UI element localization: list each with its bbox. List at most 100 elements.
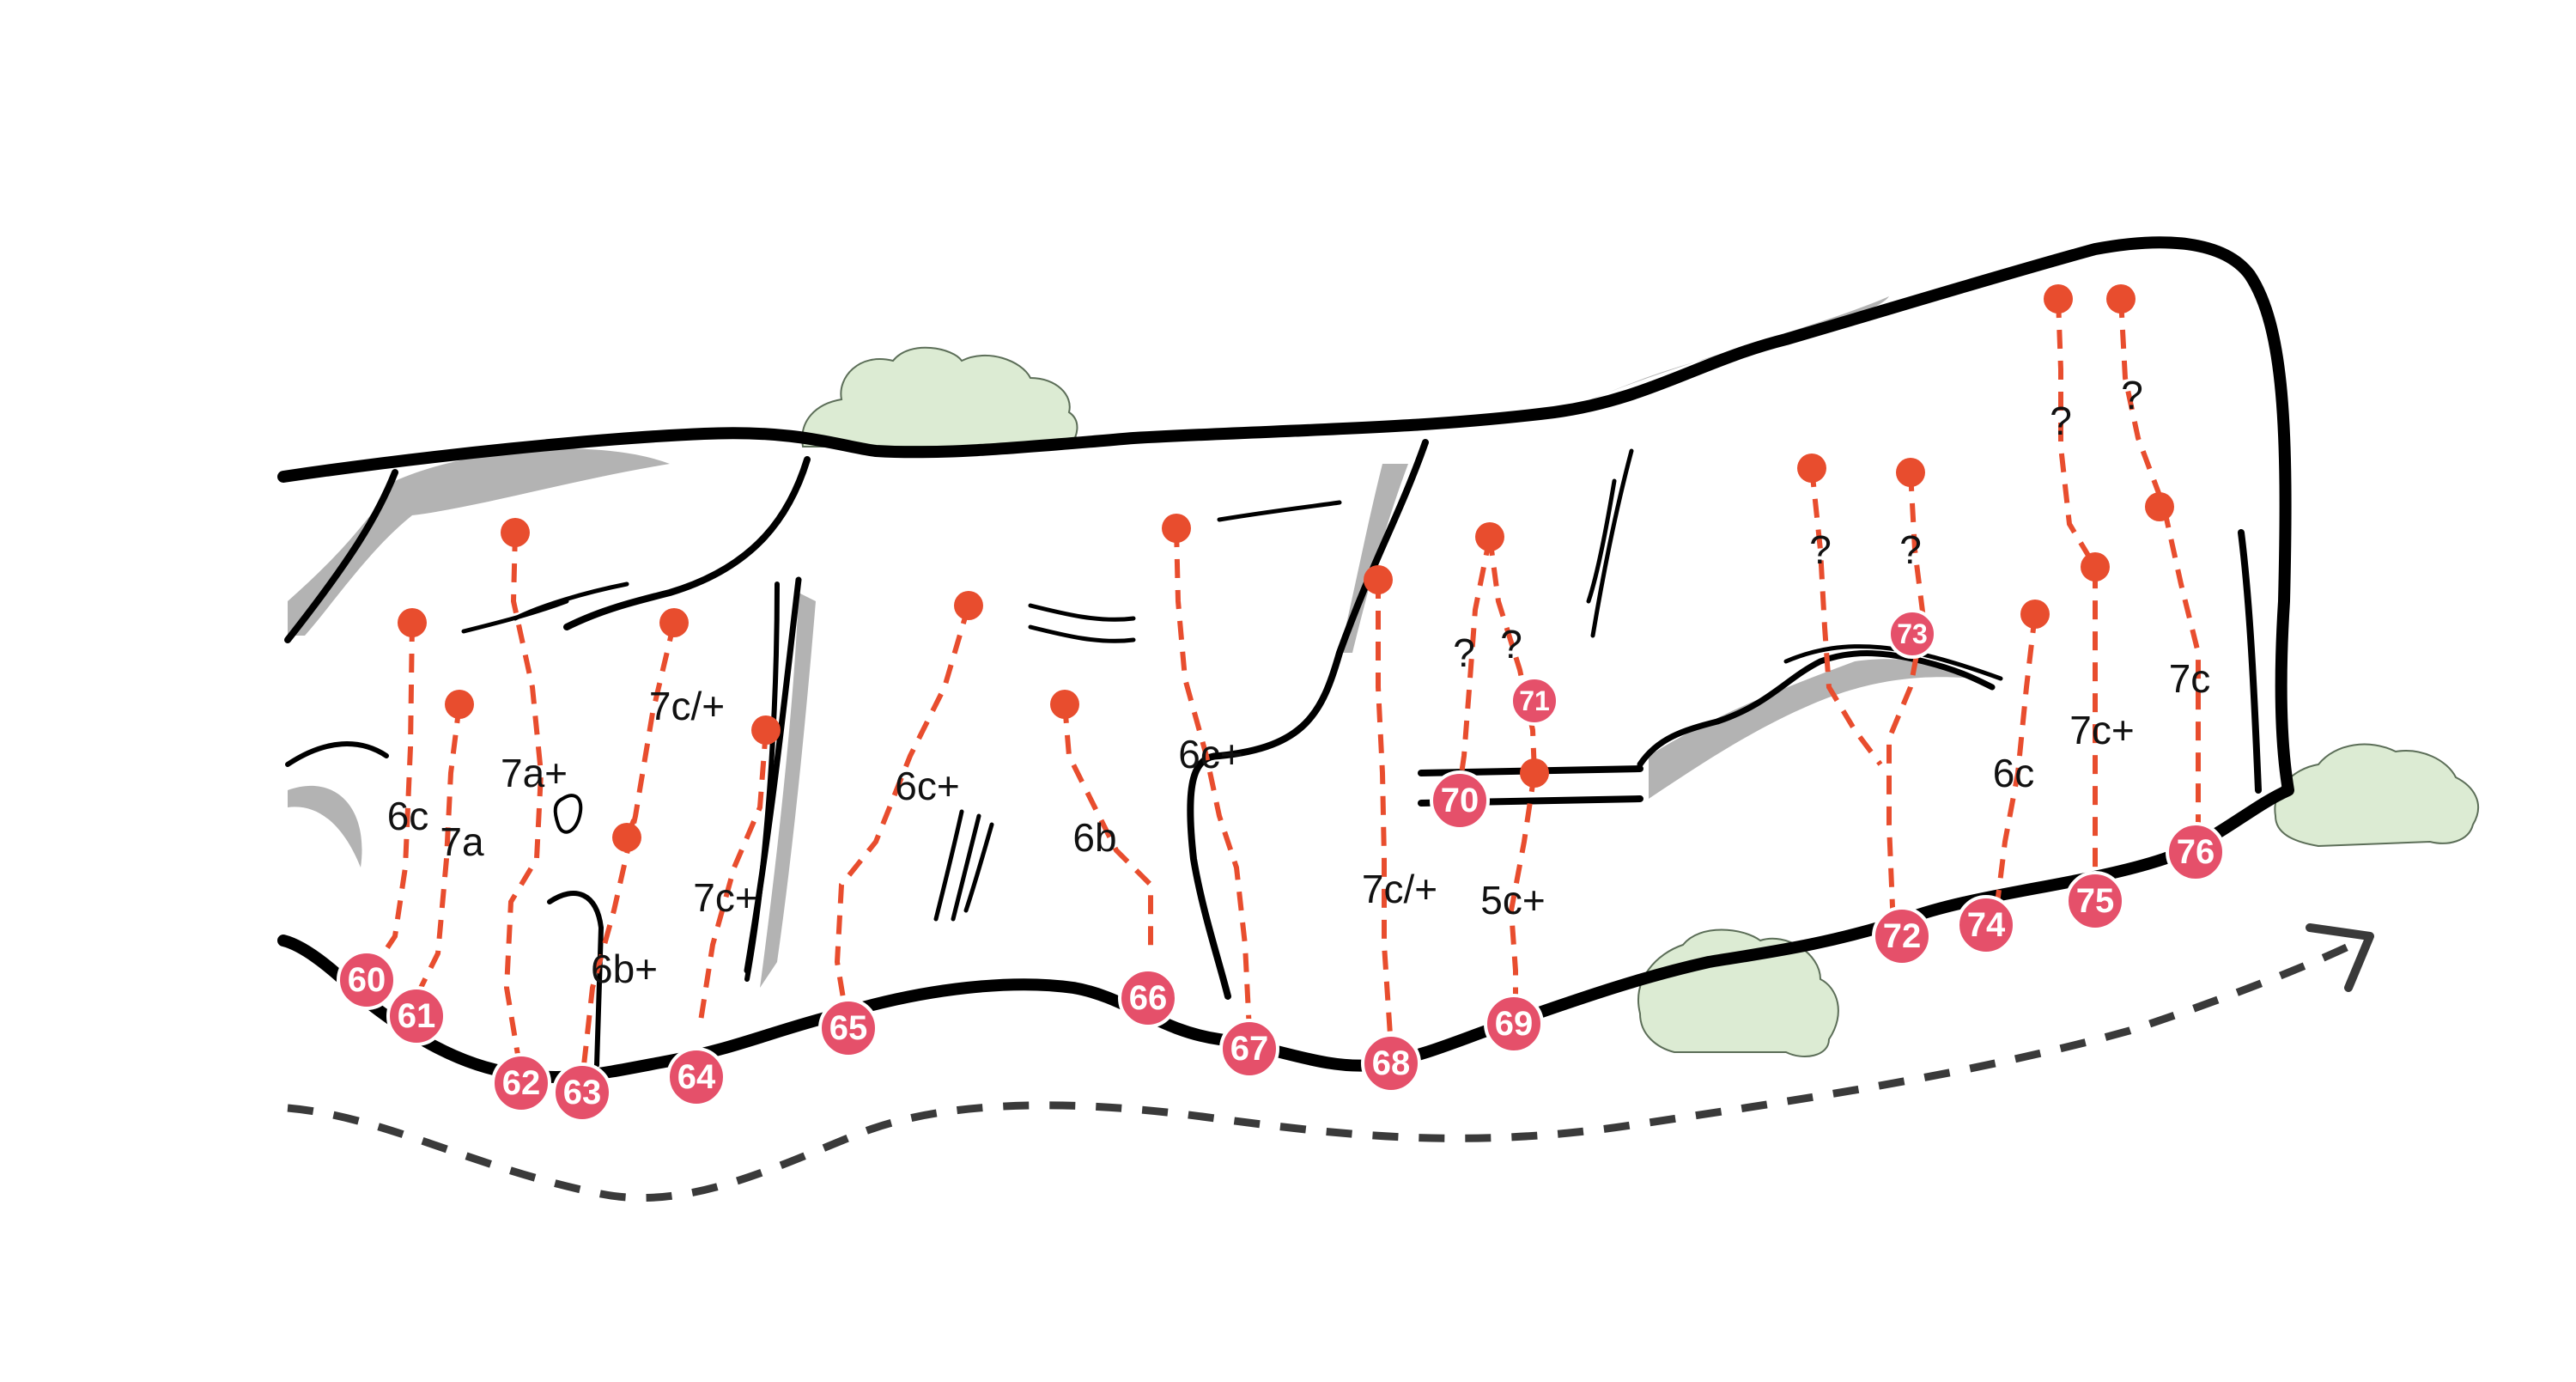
route-anchors <box>398 284 2174 852</box>
route-badge-70: 70 <box>1430 770 1490 831</box>
route-badge-71: 71 <box>1510 676 1559 726</box>
grade-label-66: 6b <box>1072 815 1116 860</box>
route-line-75 <box>2056 298 2098 893</box>
route-line-68 <box>1376 580 1394 1049</box>
grade-labels: 6c 7a 7a+ 6b+ 7c/+ 7c+ 6c+ 6b 6c+ 7c/+ 5… <box>387 373 2211 991</box>
anchor-60 <box>398 608 427 637</box>
route-badge-68: 68 <box>1361 1033 1421 1093</box>
grade-label-75: 7c+ <box>2069 708 2134 752</box>
grade-label-64: 7c+ <box>693 875 757 920</box>
svg-text:62: 62 <box>502 1064 541 1102</box>
route-line-72b <box>1886 472 1927 928</box>
route-line-71 <box>1487 536 1537 774</box>
svg-text:71: 71 <box>1519 685 1550 716</box>
svg-text:72: 72 <box>1883 917 1922 955</box>
route-badge-69: 69 <box>1484 994 1544 1054</box>
route-badge-76: 76 <box>2166 822 2226 882</box>
route-badge-72: 72 <box>1872 906 1932 966</box>
anchor-68 <box>1364 565 1393 594</box>
svg-text:70: 70 <box>1441 782 1479 819</box>
svg-text:75: 75 <box>2076 882 2115 920</box>
route-line-72a <box>1809 467 1883 766</box>
route-badge-74: 74 <box>1956 895 2016 955</box>
bush-right <box>2274 743 2479 848</box>
route-badge-65: 65 <box>818 998 878 1058</box>
route-line-61 <box>418 703 462 989</box>
anchor-62 <box>501 518 530 547</box>
grade-label-65: 6c+ <box>895 764 959 808</box>
route-badge-62: 62 <box>491 1053 551 1113</box>
grade-label-75b: ? <box>2050 399 2072 443</box>
route-line-67 <box>1174 527 1252 1032</box>
grade-label-61: 7a <box>440 819 484 864</box>
anchor-69 <box>1520 758 1549 788</box>
route-badge-75: 75 <box>2065 871 2125 931</box>
svg-text:69: 69 <box>1495 1005 1534 1043</box>
route-badge-73: 73 <box>1887 609 1937 659</box>
route-badge-61: 61 <box>386 986 447 1046</box>
route-lines <box>375 298 2201 1066</box>
grade-label-72: ? <box>1809 527 1832 572</box>
anchor-63 <box>659 608 689 637</box>
grade-label-76: 7c <box>2169 656 2211 701</box>
svg-text:73: 73 <box>1897 618 1928 649</box>
route-line-70 <box>1457 536 1492 787</box>
svg-text:67: 67 <box>1230 1030 1269 1068</box>
anchor-61 <box>445 690 474 719</box>
svg-text:60: 60 <box>348 961 386 999</box>
route-badge-66: 66 <box>1118 968 1178 1028</box>
route-badge-67: 67 <box>1219 1019 1279 1079</box>
route-badges: 60 61 62 63 64 65 66 67 68 69 70 71 72 7… <box>337 609 2226 1123</box>
svg-text:65: 65 <box>829 1009 868 1047</box>
svg-text:68: 68 <box>1372 1044 1411 1082</box>
route-line-62 <box>503 532 544 1066</box>
route-line-69 <box>1508 772 1537 1014</box>
anchor-72 <box>1797 454 1826 483</box>
grade-label-63b: 7c/+ <box>649 684 725 728</box>
grade-label-60: 6c <box>387 794 429 838</box>
anchor-76 <box>2106 284 2136 314</box>
grade-label-68: 7c/+ <box>1362 867 1437 911</box>
svg-text:74: 74 <box>1967 906 2006 944</box>
grade-label-74: 6c <box>1993 751 2035 795</box>
grade-label-67: 6c+ <box>1178 732 1242 776</box>
svg-text:76: 76 <box>2177 833 2215 871</box>
svg-text:61: 61 <box>398 997 436 1035</box>
route-line-64 <box>697 729 769 1027</box>
anchor-75 <box>2044 284 2073 314</box>
svg-text:63: 63 <box>563 1074 602 1111</box>
anchor-64 <box>751 715 781 745</box>
grade-label-73: ? <box>1899 527 1922 572</box>
anchor-73 <box>1896 458 1925 487</box>
route-badge-63: 63 <box>552 1062 612 1123</box>
route-line-65 <box>834 605 971 1014</box>
approach-path <box>287 932 2372 1202</box>
grade-label-70: ? <box>1453 630 1475 675</box>
anchor-65 <box>954 591 983 620</box>
anchor-76-mid <box>2145 492 2174 521</box>
route-line-66 <box>1062 703 1153 953</box>
route-line-74 <box>1994 613 2038 911</box>
route-badge-64: 64 <box>666 1047 726 1107</box>
route-line-60 <box>375 622 415 964</box>
anchor-63-mid <box>612 823 641 852</box>
svg-text:64: 64 <box>677 1058 716 1096</box>
bush-top-left <box>801 346 1078 447</box>
grade-label-69: 5c+ <box>1480 878 1545 922</box>
anchor-70-71 <box>1475 522 1504 551</box>
anchor-66 <box>1050 690 1079 719</box>
route-line-76 <box>2118 298 2201 842</box>
anchor-74 <box>2020 600 2050 629</box>
approach-arrow-icon <box>2306 923 2374 992</box>
bushes <box>801 346 2479 1057</box>
anchor-75-mid <box>2081 552 2110 581</box>
anchor-67 <box>1162 514 1191 543</box>
route-line-63a <box>581 622 677 1066</box>
grade-label-63: 6b+ <box>591 947 658 991</box>
grade-label-71: ? <box>1500 622 1522 667</box>
grade-label-76b: ? <box>2121 373 2143 417</box>
route-badge-60: 60 <box>337 950 397 1010</box>
grade-label-62: 7a+ <box>501 751 568 795</box>
svg-text:66: 66 <box>1129 979 1168 1017</box>
